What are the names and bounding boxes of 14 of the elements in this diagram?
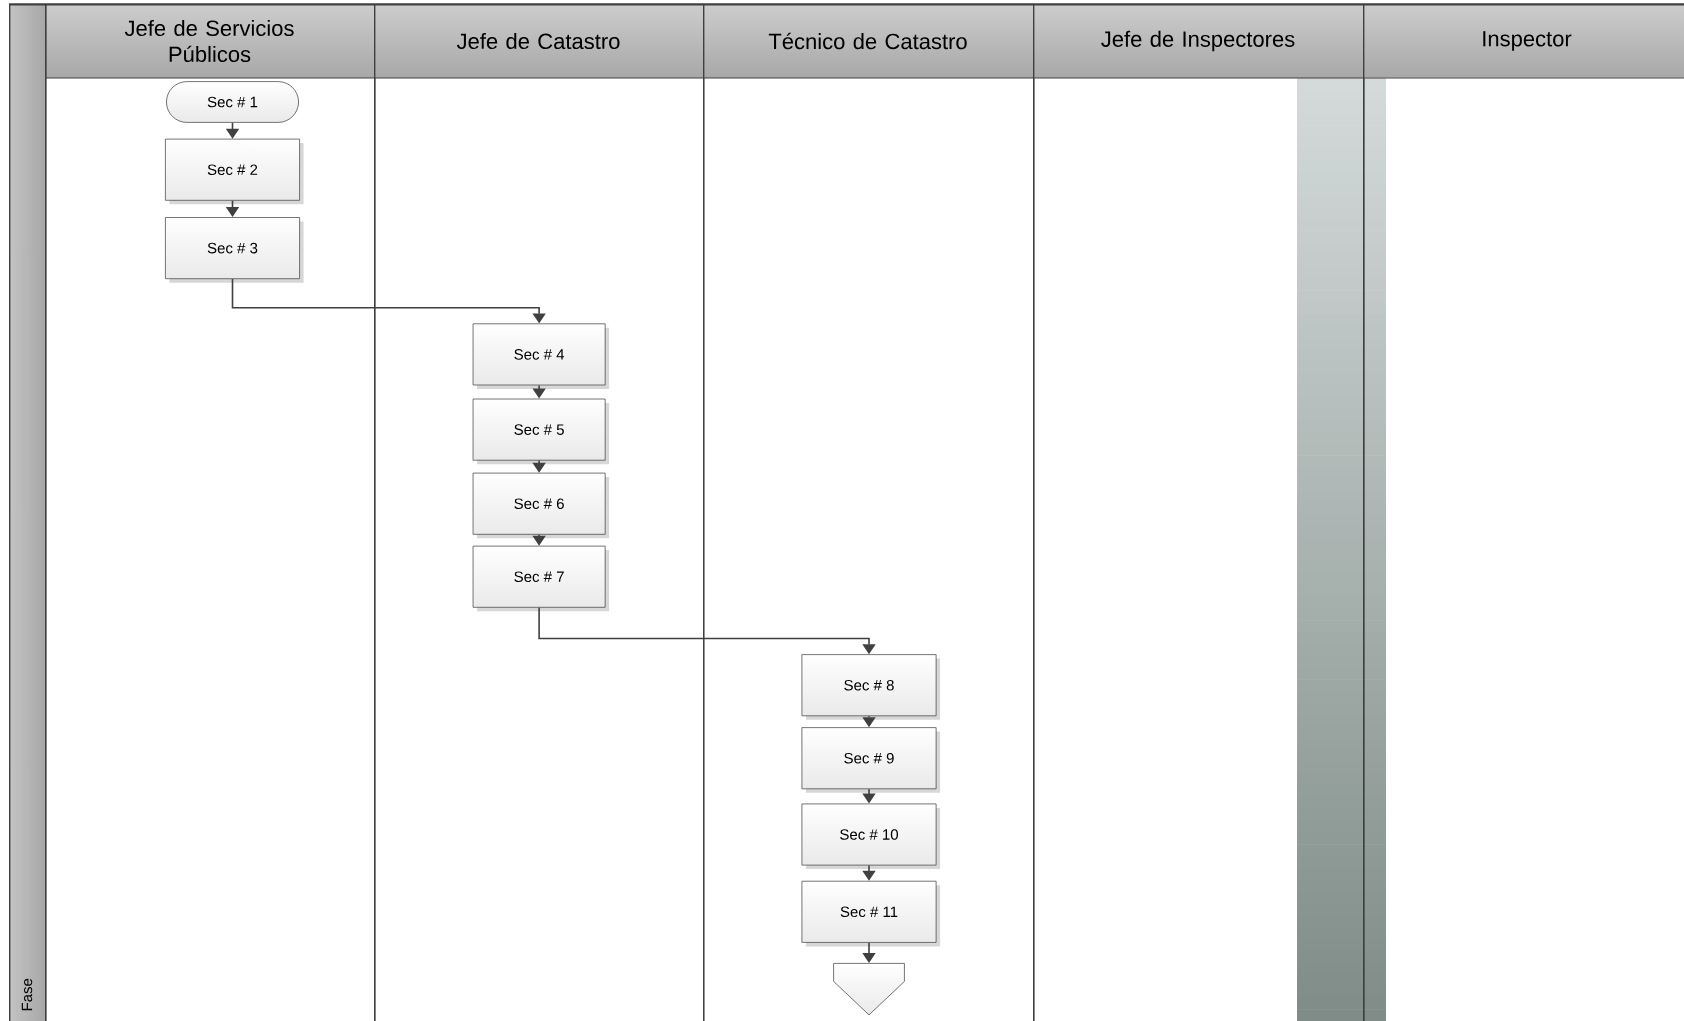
- process-box: Sec # 7: [472, 545, 610, 612]
- process-box: Sec # 5: [472, 398, 610, 465]
- off-page-connector: [833, 963, 905, 1016]
- phase-band: Fase: [9, 4, 47, 1021]
- process-box: Sec # 2: [165, 138, 304, 205]
- process-box: Sec # 3: [165, 217, 304, 283]
- process-box: Sec # 4: [472, 323, 610, 389]
- process-box: Sec # 11: [801, 880, 941, 947]
- process-box: Sec # 9: [801, 727, 941, 793]
- process-box: Sec # 10: [801, 803, 941, 870]
- process-box: Sec # 6: [472, 472, 610, 539]
- swimlane: Jefe de Inspectores: [1032, 4, 1365, 1021]
- process-box: Sec # 8: [801, 654, 941, 720]
- swimlane: Inspector: [1362, 4, 1684, 1021]
